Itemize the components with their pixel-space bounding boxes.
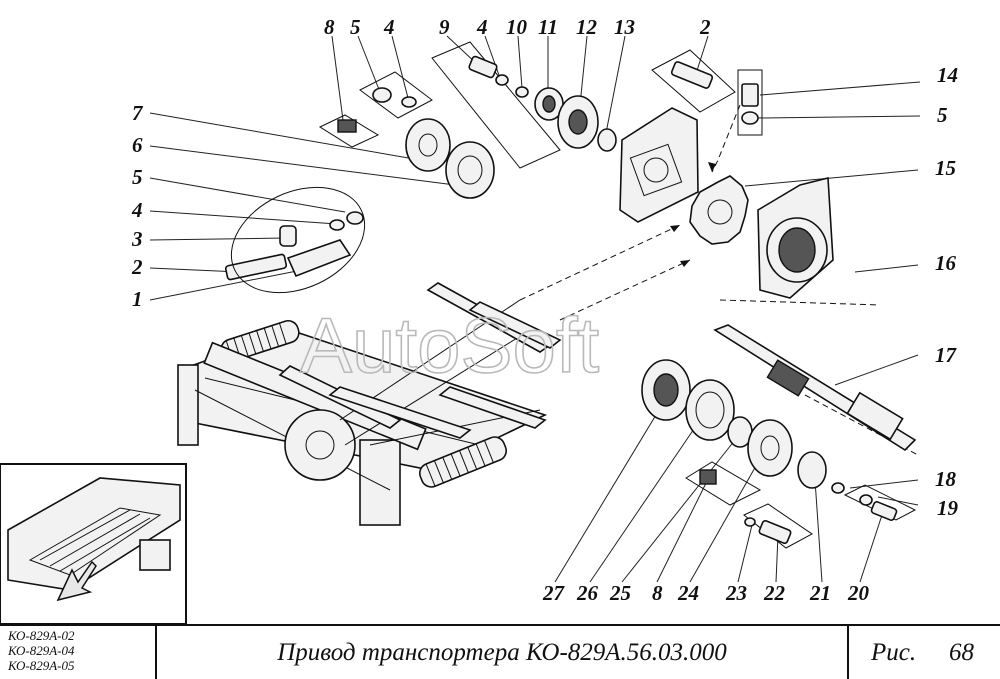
callout-label: 25	[609, 581, 631, 605]
callout-label: 9	[439, 15, 450, 39]
model-code: КО-829А-04	[8, 643, 75, 658]
main-shaft	[713, 324, 917, 452]
callout-label: 15	[935, 156, 956, 180]
callouts-bottom: 27 26 25 8 24 23 22 21 20	[542, 581, 870, 605]
callout-label: 23	[725, 581, 747, 605]
callout-label: 4	[476, 15, 488, 39]
callout-label: 19	[937, 496, 959, 520]
callout-label: 27	[542, 581, 566, 605]
callout-label: 2	[699, 15, 711, 39]
callout-label: 7	[132, 101, 144, 125]
tension-spring-lower	[418, 436, 508, 488]
callout-label: 24	[677, 581, 699, 605]
callout-label: 8	[652, 581, 663, 605]
watermark: AutoSoft	[300, 301, 600, 389]
callout-label: 21	[809, 581, 831, 605]
callout-label: 5	[350, 15, 361, 39]
callout-label: 5	[132, 165, 143, 189]
callout-label: 6	[132, 133, 143, 157]
callout-label: 2	[131, 255, 143, 279]
callout-label: 13	[614, 15, 635, 39]
model-code: КО-829А-02	[8, 628, 75, 643]
drawing-title: Привод транспортера КО-829А.56.03.000	[157, 626, 849, 679]
callouts-left: 7 6 5 4 3 2 1	[131, 101, 144, 311]
callout-label: 18	[935, 467, 957, 491]
callout-label: 20	[847, 581, 870, 605]
conveyor-frame	[177, 282, 562, 526]
figure-number: 68	[949, 639, 974, 666]
model-list: КО-829А-02 КО-829А-04 КО-829А-05	[0, 626, 157, 679]
bearing-housing-plate	[757, 176, 834, 299]
callout-label: 11	[538, 15, 558, 39]
callout-label: 3	[131, 227, 143, 251]
callouts-right: 14 5 15 16 17 18 19	[935, 63, 959, 520]
callout-label: 4	[131, 198, 143, 222]
callout-label: 12	[576, 15, 598, 39]
callout-label: 16	[935, 251, 957, 275]
figure-label: Рис.	[871, 639, 917, 666]
callout-label: 1	[132, 287, 143, 311]
parts-bottom-group	[641, 359, 898, 545]
callout-label: 17	[935, 343, 958, 367]
parts-left-group	[224, 186, 366, 294]
figure-number-cell: Рис. 68	[849, 626, 1000, 679]
drive-sprocket	[689, 175, 749, 245]
mounting-plate	[619, 107, 699, 223]
model-code: КО-829А-05	[8, 658, 75, 673]
title-block: КО-829А-02 КО-829А-04 КО-829А-05 Привод …	[0, 624, 1000, 679]
callout-label: 8	[324, 15, 335, 39]
callout-label: 10	[506, 15, 528, 39]
inset-overview	[0, 463, 187, 625]
callout-label: 22	[763, 581, 786, 605]
conveyor-slats	[278, 282, 562, 439]
assembly-arrows	[519, 104, 919, 456]
callouts-top: 8 5 4 9 4 10 11 12 13 2	[324, 15, 711, 39]
parts-top-group	[337, 55, 759, 199]
callout-label: 4	[383, 15, 395, 39]
arrow-heads	[670, 162, 716, 267]
callout-label: 14	[937, 63, 958, 87]
callout-label: 26	[576, 581, 599, 605]
callout-label: 5	[937, 103, 948, 127]
